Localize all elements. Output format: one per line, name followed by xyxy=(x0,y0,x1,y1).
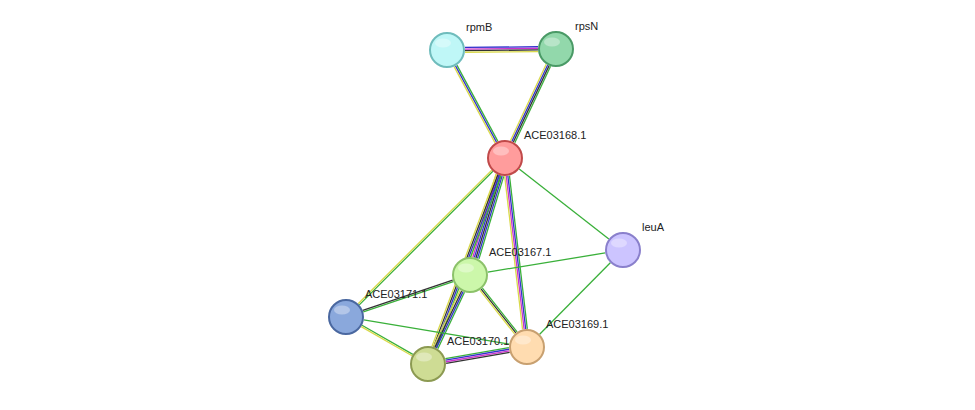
protein-label: ACE03169.1 xyxy=(546,318,608,330)
interaction-edge xyxy=(361,325,413,355)
protein-node: rpsN xyxy=(538,31,574,67)
node-circle xyxy=(509,329,545,365)
node-highlight xyxy=(458,264,474,273)
evidence-strand xyxy=(481,289,516,333)
evidence-strand xyxy=(480,290,515,334)
node-highlight xyxy=(416,353,432,362)
protein-node: leuA xyxy=(605,232,641,268)
protein-label: ACE03170.1 xyxy=(447,335,509,347)
evidence-strand xyxy=(465,49,538,51)
evidence-strand xyxy=(454,67,495,143)
evidence-strand xyxy=(434,175,498,347)
protein-node: ACE03168.1 xyxy=(487,140,523,176)
protein-label: ACE03171.1 xyxy=(365,288,427,300)
interaction-edge xyxy=(454,65,498,143)
evidence-strand xyxy=(363,282,453,312)
node-highlight xyxy=(493,147,509,156)
evidence-strand xyxy=(446,352,510,363)
protein-node: rpmB xyxy=(429,32,465,68)
node-circle xyxy=(429,32,465,68)
protein-node: ACE03167.1 xyxy=(452,257,488,293)
evidence-strand xyxy=(446,351,510,362)
evidence-strand xyxy=(456,66,497,142)
node-fill xyxy=(510,330,544,364)
node-highlight xyxy=(435,39,451,48)
evidence-strand xyxy=(540,263,611,334)
node-fill xyxy=(329,300,363,334)
protein-label: ACE03167.1 xyxy=(489,246,551,258)
protein-label: rpmB xyxy=(466,21,492,33)
protein-node: ACE03171.1 xyxy=(328,299,364,335)
evidence-strand xyxy=(362,325,413,354)
node-circle xyxy=(328,299,364,335)
evidence-strand xyxy=(465,51,538,53)
node-circle xyxy=(538,31,574,67)
protein-label: leuA xyxy=(642,221,664,233)
node-circle xyxy=(452,257,488,293)
evidence-strand xyxy=(465,48,538,50)
node-circle xyxy=(410,346,446,382)
evidence-strand xyxy=(482,288,517,332)
protein-label: rpsN xyxy=(575,20,598,32)
interaction-edge xyxy=(540,263,611,334)
node-circle xyxy=(487,140,523,176)
protein-node: ACE03170.1 xyxy=(410,346,446,382)
interaction-edge xyxy=(363,280,453,312)
evidence-strand xyxy=(363,280,453,310)
evidence-strand xyxy=(432,174,496,346)
evidence-strand xyxy=(361,327,412,356)
node-fill xyxy=(453,258,487,292)
interaction-edge xyxy=(432,174,501,348)
node-fill xyxy=(539,32,573,66)
node-fill xyxy=(411,347,445,381)
node-fill xyxy=(430,33,464,67)
node-fill xyxy=(606,233,640,267)
interaction-edge xyxy=(480,288,517,334)
node-highlight xyxy=(334,306,350,315)
protein-node: ACE03169.1 xyxy=(509,329,545,365)
protein-label: ACE03168.1 xyxy=(524,129,586,141)
evidence-strand xyxy=(358,170,492,304)
node-highlight xyxy=(544,38,560,47)
node-highlight xyxy=(515,336,531,345)
node-circle xyxy=(605,232,641,268)
interaction-edge xyxy=(465,47,538,52)
evidence-strand xyxy=(465,46,538,48)
evidence-strand xyxy=(519,169,609,239)
interaction-edge xyxy=(445,348,509,364)
evidence-strand xyxy=(457,65,498,141)
node-highlight xyxy=(611,239,627,248)
node-fill xyxy=(488,141,522,175)
interaction-edge xyxy=(519,169,609,239)
